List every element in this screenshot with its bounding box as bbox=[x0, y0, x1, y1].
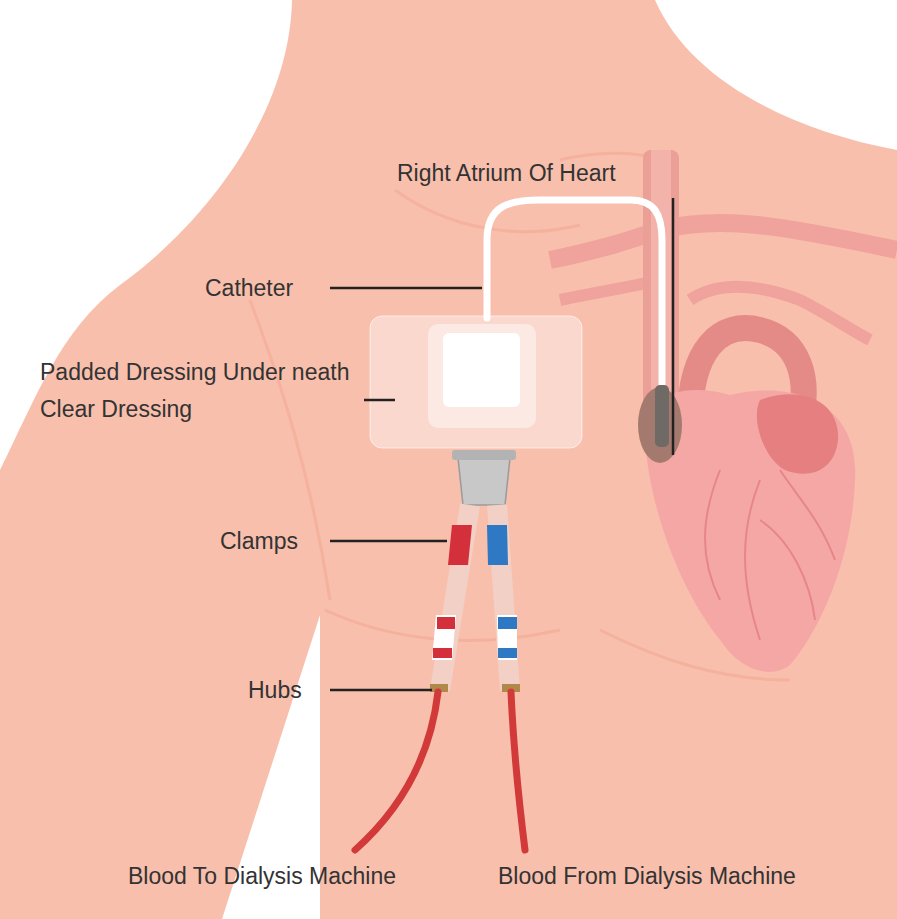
part-label: Clamps bbox=[220, 523, 298, 560]
blue-hub bbox=[497, 615, 517, 660]
caption-label: Blood From Dialysis Machine bbox=[498, 858, 796, 895]
part-label: Right Atrium Of Heart bbox=[397, 155, 616, 192]
blood-line-in bbox=[511, 692, 525, 850]
padded-dressing bbox=[428, 324, 536, 428]
catheter-hub bbox=[458, 458, 510, 505]
blue-clamp bbox=[487, 525, 508, 565]
catheter-tip bbox=[655, 385, 669, 447]
heart bbox=[638, 387, 855, 672]
part-label: Catheter bbox=[205, 270, 293, 307]
part-label: Padded Dressing Under neath Clear Dressi… bbox=[40, 354, 365, 428]
red-hub bbox=[432, 615, 456, 660]
padded-dressing-core bbox=[443, 333, 520, 407]
vessels bbox=[550, 150, 897, 430]
caption-label: Blood To Dialysis Machine bbox=[128, 858, 396, 895]
red-clamp bbox=[448, 525, 472, 565]
blood-line-out bbox=[355, 692, 438, 850]
clear-dressing bbox=[370, 316, 582, 448]
part-label: Hubs bbox=[248, 672, 302, 709]
hub-collar bbox=[452, 450, 516, 460]
leader-lines bbox=[330, 198, 673, 690]
